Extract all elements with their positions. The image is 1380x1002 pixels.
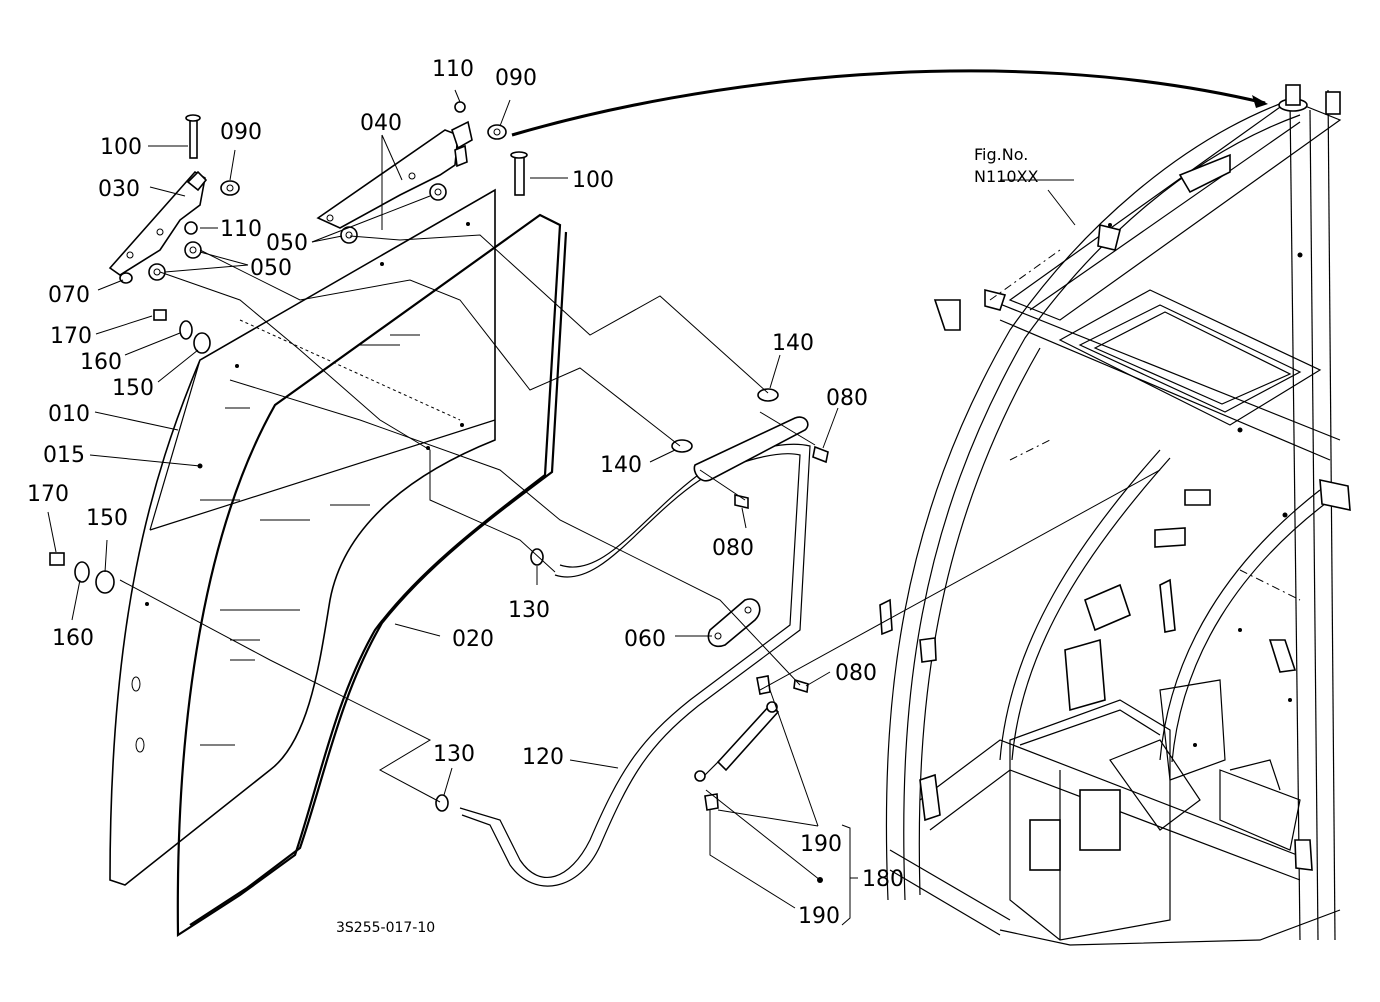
label-030: 030 [98, 177, 140, 202]
label-190-upper: 190 [800, 832, 842, 857]
label-110-top: 110 [432, 57, 474, 82]
assembly-lines [119, 234, 1161, 803]
glass-panel-010 [109, 188, 496, 886]
reference-arrow [511, 69, 1268, 137]
cab-frame [879, 84, 1351, 946]
label-130-lower: 130 [433, 742, 475, 767]
label-010: 010 [48, 402, 90, 427]
label-100-right: 100 [572, 168, 614, 193]
label-160-lower: 160 [52, 626, 94, 651]
label-150-lower: 150 [86, 506, 128, 531]
label-150-upper: 150 [112, 376, 154, 401]
label-130-upper: 130 [508, 598, 550, 623]
drawing-code: 3S255-017-10 [336, 920, 435, 936]
label-080-upper: 080 [826, 386, 868, 411]
label-140-right: 140 [772, 331, 814, 356]
label-070: 070 [48, 283, 90, 308]
part-labels: 100 090 030 110 050 070 170 160 150 010 … [27, 57, 904, 929]
label-110-left: 110 [220, 217, 262, 242]
fig-no-value: N110XX [974, 167, 1038, 186]
label-170-upper: 170 [50, 324, 92, 349]
figure-reference: Fig.No. N110XX [974, 145, 1038, 186]
label-120: 120 [522, 745, 564, 770]
label-180: 180 [862, 867, 904, 892]
label-090-top: 090 [495, 66, 537, 91]
label-060: 060 [624, 627, 666, 652]
label-080-lower: 080 [835, 661, 877, 686]
hinge-030 [108, 114, 208, 276]
label-140-mid: 140 [600, 453, 642, 478]
label-015: 015 [43, 443, 85, 468]
label-080-mid: 080 [712, 536, 754, 561]
label-050-upper: 050 [266, 231, 308, 256]
label-020: 020 [452, 627, 494, 652]
fig-no-label: Fig.No. [974, 145, 1028, 164]
handle-120 [459, 416, 811, 887]
label-160-upper: 160 [80, 350, 122, 375]
leader-lines [47, 89, 1076, 909]
label-100-left: 100 [100, 135, 142, 160]
hinge-040 [316, 120, 528, 229]
label-090-left: 090 [220, 120, 262, 145]
label-040: 040 [360, 111, 402, 136]
gas-strut-180 [694, 675, 851, 926]
seal-020 [176, 213, 568, 938]
label-170-lower: 170 [27, 482, 69, 507]
washers-nuts [49, 101, 829, 812]
label-050-left: 050 [250, 256, 292, 281]
label-190-lower: 190 [798, 904, 840, 929]
